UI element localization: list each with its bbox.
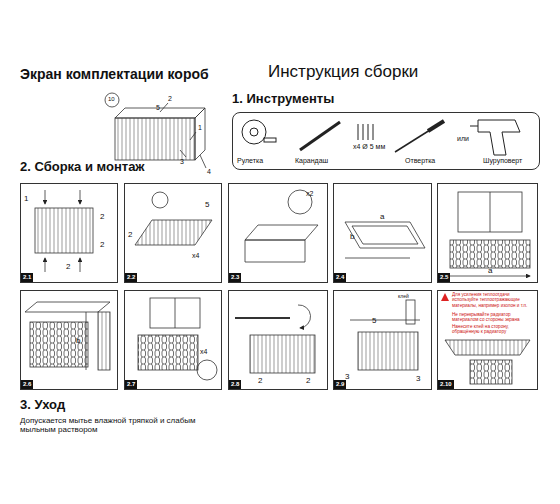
- step-number: 2.10: [438, 380, 454, 389]
- callout-number: 2: [168, 95, 172, 103]
- note-text: Нанесите клей на сторону, обращённую к р…: [452, 324, 536, 335]
- callout-number: a: [380, 212, 384, 221]
- callout-number: 1: [24, 194, 28, 203]
- step-panel: 2.2: [124, 183, 222, 283]
- step-number: 2.6: [21, 380, 33, 389]
- callout-number: 3: [180, 158, 184, 166]
- step-number: 2.9: [334, 380, 346, 389]
- warning-triangle: [441, 293, 449, 301]
- callout-number: b: [76, 336, 80, 345]
- callout-number: 5: [205, 200, 209, 209]
- callout-number: 2: [128, 230, 132, 239]
- step-number: 2.8: [229, 380, 241, 389]
- step-panel: 2.5: [437, 183, 538, 283]
- callout-number: 2: [306, 376, 310, 385]
- callout-number: клей: [398, 294, 409, 300]
- callout-number: 1: [198, 124, 202, 132]
- callout-number: 10: [108, 96, 115, 103]
- tool-label: Шуруповерт: [483, 157, 522, 165]
- section-heading: Экран комплектации короб: [20, 66, 209, 82]
- callout-number: 5: [372, 316, 376, 325]
- callout-number: 2: [100, 212, 104, 221]
- callout-number: 5: [156, 104, 160, 112]
- step-number: 2.2: [125, 273, 137, 282]
- step-number: 2.4: [334, 273, 346, 282]
- step-panel: 2.4: [333, 183, 432, 283]
- callout-number: x2: [306, 190, 313, 198]
- step-sketches: [25, 190, 530, 384]
- tool-label: Карандаш: [295, 157, 328, 165]
- step-number: 2.7: [125, 380, 137, 389]
- step-number: 2.5: [438, 273, 450, 282]
- tool-label: x4 Ø 5 мм: [353, 143, 385, 151]
- step-panel: 2.6: [20, 290, 118, 390]
- tool-icons: [242, 120, 520, 155]
- callout-number: b: [350, 232, 354, 241]
- step-number: 2.1: [21, 273, 33, 282]
- section-heading: 1. Инструменты: [232, 92, 334, 107]
- step-number: 2.3: [229, 273, 241, 282]
- callout-number: 3: [416, 374, 420, 383]
- callout-number: 4: [207, 168, 211, 176]
- callout-number: x4: [200, 348, 207, 356]
- callout-number: 2: [100, 240, 104, 249]
- tools-box: Рулетка Карандаш x4 Ø 5 мм Отвертка илиШуруп…: [232, 112, 540, 170]
- section-heading: 2. Сборка и монтаж: [20, 160, 145, 175]
- callout-number: x4: [192, 252, 199, 260]
- note-text: Для усиления теплоотдачи используйте теп…: [452, 292, 536, 308]
- step-panel: 2.8: [228, 290, 328, 390]
- note-text: Допускается мытье влажной тряпкой и слаб…: [20, 416, 210, 434]
- step-panel: 2.7: [124, 290, 222, 390]
- callout-number: a: [488, 266, 492, 275]
- callout-number: 2: [66, 262, 70, 271]
- tool-label: Отвертка: [405, 157, 435, 165]
- section-heading: 3. Уход: [20, 398, 65, 413]
- callout-number: 3: [345, 372, 349, 381]
- callout-number: 2: [258, 376, 262, 385]
- tool-label: или: [457, 135, 469, 143]
- step-panel: 2.3: [228, 183, 328, 283]
- tool-label: Рулетка: [237, 157, 263, 165]
- box-sketch: [105, 93, 206, 168]
- note-text: Не перекрывайте радиатор материалом со с…: [452, 312, 536, 323]
- page-title: Инструкция сборки: [268, 62, 418, 82]
